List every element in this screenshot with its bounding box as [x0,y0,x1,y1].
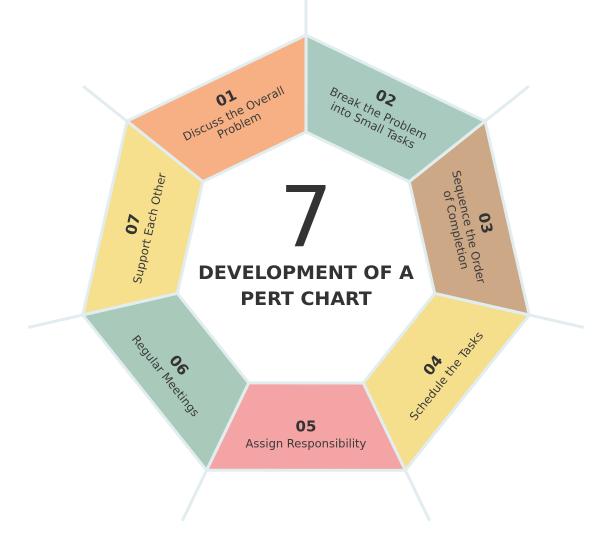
segment-label: Assign Responsibility [246,437,367,451]
separator-line [82,85,128,123]
segment-number: 07 [122,212,144,236]
segment-number: 05 [296,418,317,436]
center-number: 7 [279,168,332,266]
separator-line [484,85,530,123]
separator-line [404,469,432,522]
segment-number: 03 [474,211,496,235]
segment-shape [81,119,205,317]
separator-line [27,313,84,329]
separator-line [528,313,585,329]
center-title-line2: PERT CHART [240,288,372,310]
separator-line [180,469,208,522]
center-title-line1: DEVELOPMENT OF A [198,262,414,284]
